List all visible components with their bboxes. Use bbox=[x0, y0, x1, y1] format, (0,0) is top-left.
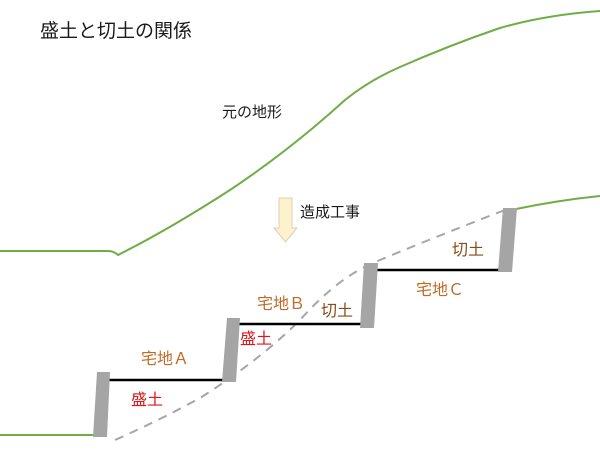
upper-ground-line bbox=[515, 195, 600, 210]
cut-label-1: 切土 bbox=[321, 301, 354, 320]
retaining-wall-1 bbox=[93, 372, 110, 437]
down-arrow-icon bbox=[272, 197, 299, 243]
page-title: 盛土と切土の関係 bbox=[40, 20, 193, 42]
fill-label-2: 盛土 bbox=[240, 329, 273, 348]
original-terrain-line bbox=[0, 10, 600, 257]
lot-b-label: 宅地Ｂ bbox=[257, 294, 306, 313]
original-terrain-label: 元の地形 bbox=[222, 103, 283, 121]
retaining-wall-2 bbox=[222, 318, 240, 382]
original-ground-dashed-line bbox=[114, 209, 506, 441]
lot-c-label: 宅地Ｃ bbox=[416, 280, 465, 299]
fill-label-1: 盛土 bbox=[131, 390, 164, 409]
retaining-wall-3 bbox=[360, 263, 378, 328]
cut-label-2: 切土 bbox=[452, 240, 485, 259]
construction-label: 造成工事 bbox=[300, 203, 361, 221]
lot-a-label: 宅地Ａ bbox=[141, 349, 190, 368]
retaining-wall-4 bbox=[498, 208, 517, 272]
